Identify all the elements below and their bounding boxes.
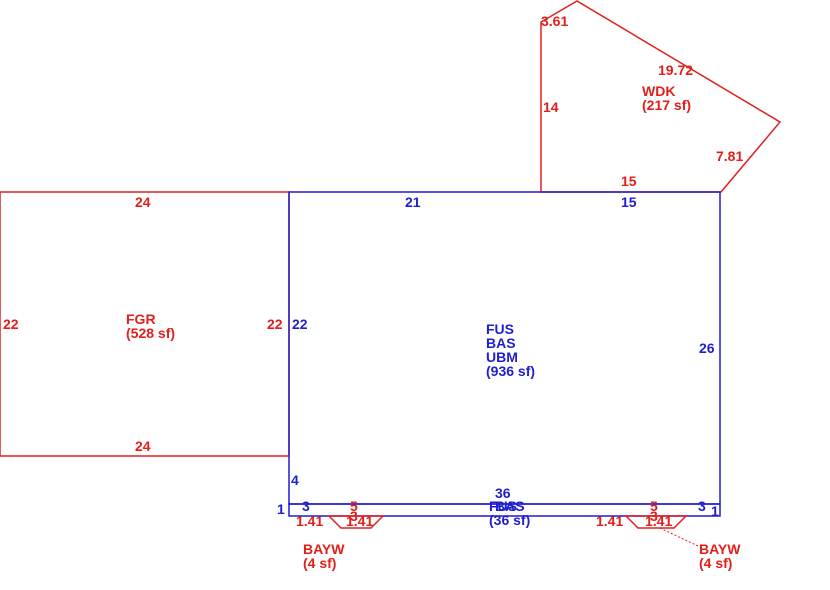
wdk-dim: 19.72 <box>658 62 693 78</box>
wdk-dim: 7.81 <box>716 148 743 164</box>
bay-right-outline <box>624 515 688 529</box>
strip-dim: 36 <box>495 485 511 501</box>
fgr-area: (528 sf) <box>126 325 175 341</box>
bay-right-dim: 3 <box>650 508 658 524</box>
wdk-dim: 14 <box>543 99 559 115</box>
strip-dim: 1 <box>277 501 285 517</box>
wdk-dim: 3.61 <box>541 13 568 29</box>
bay-left-dim: 1.41 <box>296 513 323 529</box>
fgr-dim: 24 <box>135 438 151 454</box>
strip-code: BAS <box>495 498 525 514</box>
bay-right-leader <box>659 527 699 547</box>
main-dim: 4 <box>291 472 299 488</box>
bay-left-area: (4 sf) <box>303 555 336 571</box>
wdk-code: WDK <box>642 83 675 99</box>
wdk-dim: 15 <box>621 173 637 189</box>
strip-dim: 3 <box>302 498 310 514</box>
main-dim: 22 <box>292 316 308 332</box>
fgr-dim: 22 <box>3 316 19 332</box>
main-area: (936 sf) <box>486 363 535 379</box>
strip-dim: 3 <box>698 498 706 514</box>
bay-left-outline <box>327 515 385 529</box>
strip-code: FUS <box>489 498 517 514</box>
main-code: BAS <box>486 335 516 351</box>
main-dim: 26 <box>699 340 715 356</box>
bay-left-dim: 1.41 <box>346 513 373 529</box>
bay-right-area: (4 sf) <box>699 555 732 571</box>
strip-dim: 1 <box>711 503 719 519</box>
main-code: UBM <box>486 349 518 365</box>
bay-left-code: BAYW <box>303 541 345 557</box>
main-dim: 15 <box>621 194 637 210</box>
bay-left-dim: 3 <box>350 508 358 524</box>
main-dim: 21 <box>405 194 421 210</box>
fgr-dim: 22 <box>267 316 283 332</box>
strip-dim: 5 <box>350 498 358 514</box>
strip-outline <box>288 503 721 517</box>
bay-right-code: BAYW <box>699 541 741 557</box>
fgr-code: FGR <box>126 311 156 327</box>
wdk-area: (217 sf) <box>642 97 691 113</box>
fgr-dim: 24 <box>135 194 151 210</box>
bay-right-dim: 1.41 <box>645 513 672 529</box>
bay-right-dim: 1.41 <box>596 513 623 529</box>
strip-area: (36 sf) <box>489 512 530 528</box>
main-code: FUS <box>486 321 514 337</box>
strip-dim: 5 <box>650 498 658 514</box>
